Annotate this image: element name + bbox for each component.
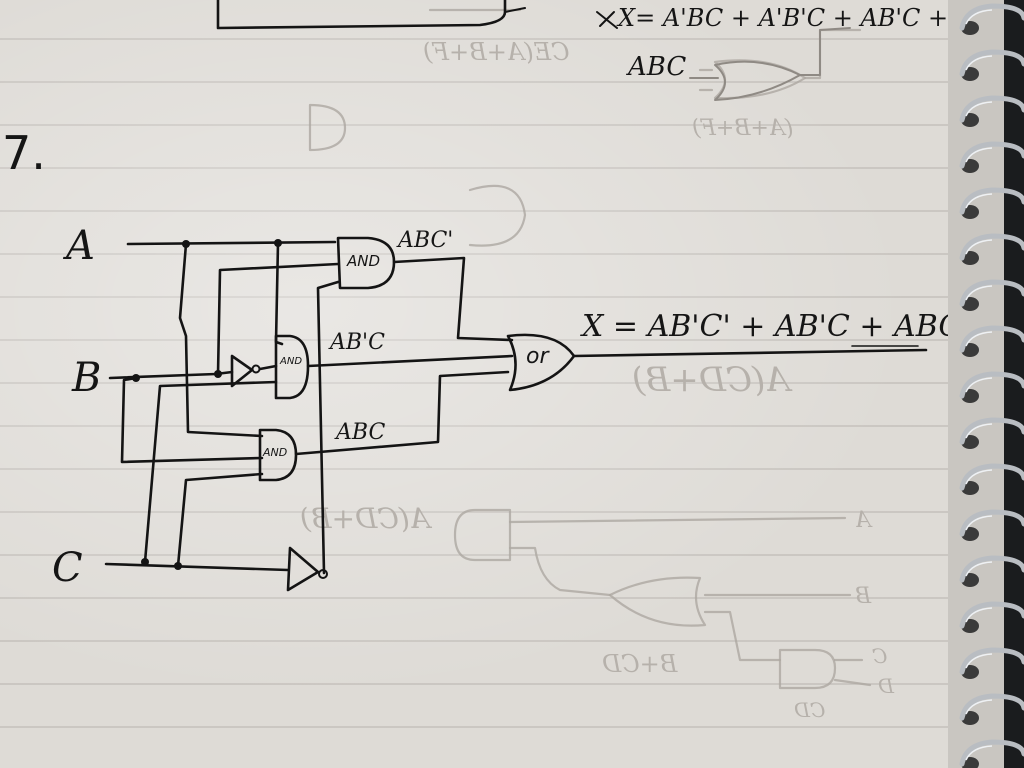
binding-coil-highlight <box>965 147 993 163</box>
and-gate-1-label: AND <box>347 252 381 270</box>
and-gate-3-label: AND <box>263 446 288 459</box>
previous-expression-line1: X= A'BC + A'B'C + AB'C + <box>618 4 949 32</box>
binding-coil <box>959 601 1024 629</box>
wire-input-a <box>126 240 337 246</box>
binding-coil-highlight <box>965 653 993 669</box>
not-gate-c <box>286 546 320 592</box>
binding-coil <box>959 95 1024 123</box>
binding-coil <box>959 509 1024 537</box>
wire-and2-out <box>306 354 514 368</box>
wire-and3-out <box>294 370 510 456</box>
problem-number: 7. <box>2 126 46 180</box>
wire-and1-out <box>392 256 514 342</box>
wire-input-b <box>108 370 234 380</box>
binding-coil <box>959 49 1024 77</box>
binding-coil-highlight <box>965 423 993 439</box>
binding-coil <box>959 187 1024 215</box>
binding-coil-highlight <box>965 239 993 255</box>
binding-coil-highlight <box>965 607 993 623</box>
binding-coil <box>959 279 1024 307</box>
not-gate-b <box>230 354 254 388</box>
binding-coil <box>959 325 1024 353</box>
wire-c-to-and2 <box>143 380 278 564</box>
binding-coil-highlight <box>965 331 993 347</box>
wire-or-out <box>572 348 928 358</box>
wire-b-to-and1 <box>216 262 340 376</box>
binding-coil <box>959 555 1024 583</box>
spiral-binding <box>948 0 1024 768</box>
binding-coil <box>959 463 1024 491</box>
term-label-2: AB'C <box>330 330 385 355</box>
binding-coil-highlight <box>965 561 993 577</box>
wire-b-to-and3 <box>120 376 264 464</box>
binding-coil-highlight <box>965 377 993 393</box>
output-expression: X = AB'C' + AB'C + ABC <box>582 309 962 344</box>
binding-coil-highlight <box>965 55 993 71</box>
or-gate-label: or <box>526 344 549 369</box>
or-gate <box>506 333 576 392</box>
binding-coil <box>959 371 1024 399</box>
binding-coil-highlight <box>965 9 993 25</box>
and-gate-2 <box>274 334 310 400</box>
previous-problem-fragment <box>216 0 851 101</box>
binding-coil <box>959 3 1024 31</box>
term-label-3: ABC <box>336 420 386 445</box>
wire-notc-to-and1 <box>316 280 340 575</box>
binding-coil-highlight <box>965 193 993 209</box>
binding-coil <box>959 739 1024 767</box>
input-label-a: A <box>66 223 95 269</box>
input-label-c: C <box>52 545 83 591</box>
binding-coil-highlight <box>965 101 993 117</box>
input-label-b: B <box>72 355 102 401</box>
binding-coil <box>959 647 1024 675</box>
binding-coil <box>959 233 1024 261</box>
binding-coil-highlight <box>965 469 993 485</box>
binding-coil <box>959 141 1024 169</box>
previous-expression-line2: ABC <box>628 52 687 82</box>
and-gate-2-label: AND <box>280 356 303 367</box>
term-label-1: ABC' <box>398 228 454 253</box>
wire-c-to-and3 <box>176 472 264 568</box>
binding-coil-highlight <box>965 285 993 301</box>
binding-coil <box>959 417 1024 445</box>
wire-a-to-and2 <box>274 241 284 346</box>
binding-coil <box>959 693 1024 721</box>
binding-coil-highlight <box>965 745 993 761</box>
binding-coil-highlight <box>965 699 993 715</box>
wire-a-to-and3 <box>178 242 264 438</box>
wire-input-c <box>104 562 290 572</box>
binding-coil-highlight <box>965 515 993 531</box>
